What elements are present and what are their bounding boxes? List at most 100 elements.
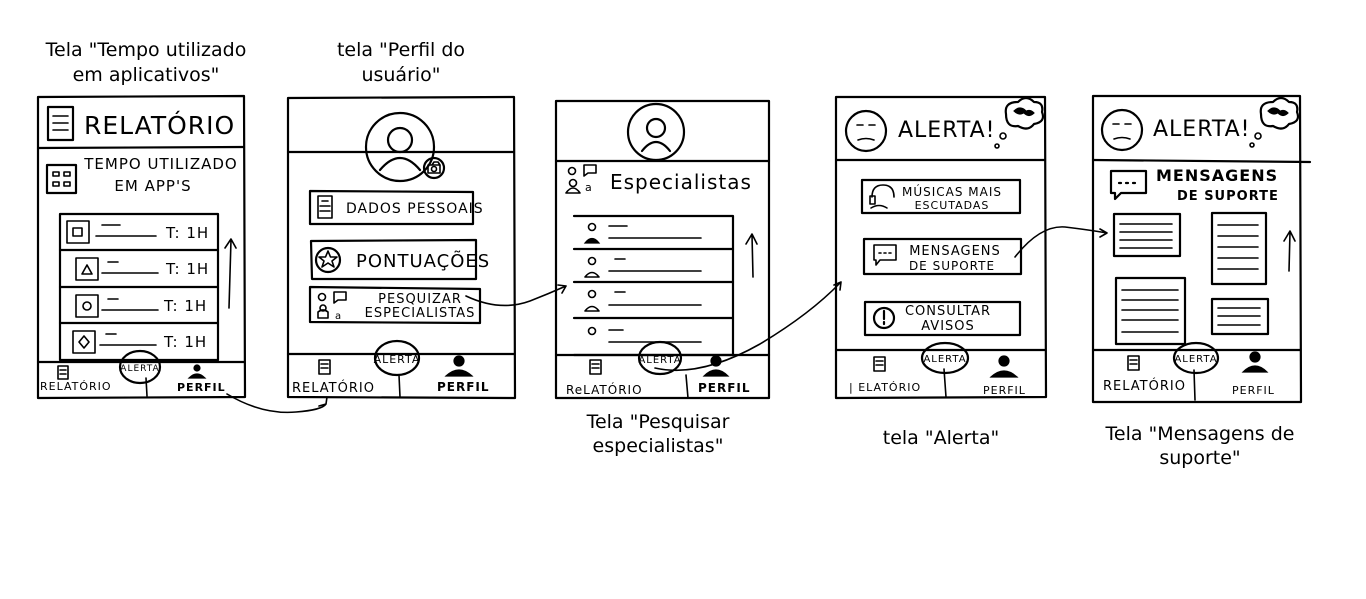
page-title: RELATÓRIO	[84, 110, 235, 140]
person-icon	[193, 364, 201, 372]
scroll-arrow[interactable]	[1283, 230, 1296, 272]
specialists-icon: a	[317, 291, 347, 322]
page-title: ALERTA!	[898, 118, 996, 143]
nav-alerta-label: ALERTA	[638, 355, 681, 366]
pesquisar-especialistas-button[interactable]: a PESQUIZAR ESPECIALISTAS	[308, 285, 482, 325]
pontuacoes-button[interactable]: PONTUAÇÕES	[309, 238, 490, 281]
nav-alerta[interactable]: ALERTA	[1172, 341, 1220, 375]
page-title: Especialistas	[610, 170, 752, 194]
person-icon	[587, 222, 597, 232]
app-usage-row[interactable]: T: 1H	[72, 330, 207, 354]
nav-relatorio-label: RELATÓRIO	[1103, 378, 1186, 394]
nav-alerta-label: ALERTA	[120, 364, 159, 374]
nav-perfil[interactable]: PERFIL	[177, 364, 226, 394]
nav-alerta[interactable]: ALERTA	[374, 339, 421, 377]
caption-screen-2-line-1: tela "Perfil do	[337, 39, 465, 61]
specialist-row[interactable]	[583, 222, 702, 244]
nav-relatorio[interactable]: RELATÓRIO	[292, 359, 375, 396]
consultar-avisos-button[interactable]: CONSULTAR AVISOS	[863, 300, 1022, 337]
mensagens-label-line-2: DE SUPORTE	[909, 259, 995, 273]
document-icon	[317, 195, 333, 219]
document-icon	[1127, 355, 1140, 371]
caption-screen-1-line-1: Tela "Tempo utilizado	[45, 39, 247, 61]
section-title-line-2: DE SUPORTE	[1177, 189, 1279, 204]
caption-screen-5-line-2: suporte"	[1159, 447, 1240, 469]
document-icon	[589, 359, 602, 375]
scroll-arrow[interactable]	[745, 233, 758, 278]
camera-icon[interactable]	[427, 161, 441, 174]
usage-time: T: 1H	[163, 297, 207, 315]
nav-perfil-label: PERFIL	[437, 380, 490, 394]
nav-relatorio[interactable]: RELATÓRIO	[40, 365, 112, 393]
nav-relatorio-label: RELATÓRIO	[40, 380, 112, 393]
person-icon	[998, 355, 1010, 367]
message-card[interactable]	[1210, 297, 1270, 336]
section-title-line-1: TEMPO UTILIZADO	[83, 155, 237, 173]
mensagens-suporte-button[interactable]: MENSAGENS DE SUPORTE	[862, 237, 1023, 276]
app-usage-row[interactable]: T: 1H	[66, 220, 209, 244]
scroll-arrow[interactable]	[224, 238, 237, 309]
nav-relatorio[interactable]: | ELATÓRIO	[849, 356, 921, 394]
nav-alerta[interactable]: ALERTA	[118, 349, 162, 385]
sad-face-icon	[1100, 108, 1144, 152]
caption-screen-2-line-2: usuário"	[361, 64, 440, 86]
nav-relatorio-label: RELATÓRIO	[292, 380, 375, 396]
person-icon	[587, 289, 597, 299]
flow-arrow-perfil-to-profile	[226, 393, 328, 414]
warning-icon	[872, 306, 896, 330]
specialist-row[interactable]	[587, 326, 702, 343]
nav-alerta[interactable]: ALERTA	[637, 340, 683, 376]
avatar	[626, 102, 686, 162]
caption-screen-1-line-2: em aplicativos"	[73, 64, 220, 86]
flow-arrows	[226, 226, 1108, 414]
caption-screen-4-line-1: tela "Alerta"	[883, 427, 999, 449]
nav-perfil[interactable]: PERFIL	[983, 355, 1026, 397]
nav-relatorio[interactable]: ReLATÓRIO	[566, 359, 643, 397]
specialists-icon: a	[565, 164, 597, 194]
screen-perfil-usuario: DADOS PESSOAIS PONTUAÇÕES a PESQUIZAR ES…	[286, 95, 517, 400]
avatar[interactable]	[364, 111, 446, 183]
consultar-label-line-1: CONSULTAR	[905, 304, 991, 319]
flow-arrow-mensagens-to-support	[1014, 226, 1108, 258]
document-icon	[318, 359, 331, 375]
message-card[interactable]	[1210, 211, 1268, 286]
caption-screen-3-line-1: Tela "Pesquisar	[586, 411, 730, 433]
app-usage-row[interactable]: T: 1H	[75, 257, 209, 281]
nav-relatorio-label: | ELATÓRIO	[849, 381, 921, 394]
section-title-line-2: EM APP'S	[114, 177, 191, 195]
query-glyph: a	[585, 181, 593, 194]
specialist-row[interactable]	[584, 256, 702, 278]
document-icon	[57, 365, 69, 380]
consultar-label-line-2: AVISOS	[921, 319, 975, 334]
headphones-icon	[869, 184, 895, 209]
app-usage-row[interactable]: T: 1H	[75, 294, 207, 318]
screen-alerta: ALERTA! MÚSICAS MAIS ESCUTADAS MENSAGENS…	[834, 95, 1048, 400]
nav-alerta-label: ALERTA	[1174, 354, 1217, 365]
nav-perfil[interactable]: PERFIL	[437, 355, 490, 394]
thought-cloud-icon	[994, 96, 1045, 149]
person-icon	[453, 355, 465, 367]
nav-perfil[interactable]: PERFIL	[1232, 351, 1275, 397]
message-card[interactable]	[1112, 212, 1182, 258]
musicas-button[interactable]: MÚSICAS MAIS ESCUTADAS	[860, 178, 1022, 215]
mensagens-label-line-1: MENSAGENS	[909, 244, 1001, 259]
usage-time: T: 1H	[163, 333, 207, 351]
document-icon	[873, 356, 886, 372]
flow-arrow-pesquisar-to-especialistas	[465, 284, 567, 307]
screen-tempo-utilizado: RELATÓRIO TEMPO UTILIZADO EM APP'S T: 1H…	[36, 94, 247, 400]
nav-alerta[interactable]: ALERTA	[920, 341, 970, 375]
nav-perfil[interactable]: PERFIL	[698, 355, 751, 395]
dados-pessoais-button[interactable]: DADOS PESSOAIS	[308, 189, 484, 226]
nav-perfil-label: PERFIL	[177, 381, 226, 394]
document-icon	[46, 105, 75, 142]
nav-alerta-label: ALERTA	[374, 353, 421, 366]
page-title: ALERTA!	[1153, 117, 1251, 142]
thought-cloud-icon	[1249, 96, 1300, 148]
screen-mensagens-suporte: ALERTA! MENSAGENS DE SUPORTE	[1091, 94, 1312, 404]
sad-face-icon	[844, 109, 888, 153]
pesquisar-label-line-2: ESPECIALISTAS	[365, 306, 476, 321]
specialist-row[interactable]	[584, 289, 702, 312]
nav-relatorio[interactable]: RELATÓRIO	[1103, 355, 1186, 394]
screen-pesquisar-especialistas: a Especialistas ReLAT	[554, 99, 771, 400]
message-card[interactable]	[1114, 276, 1187, 346]
